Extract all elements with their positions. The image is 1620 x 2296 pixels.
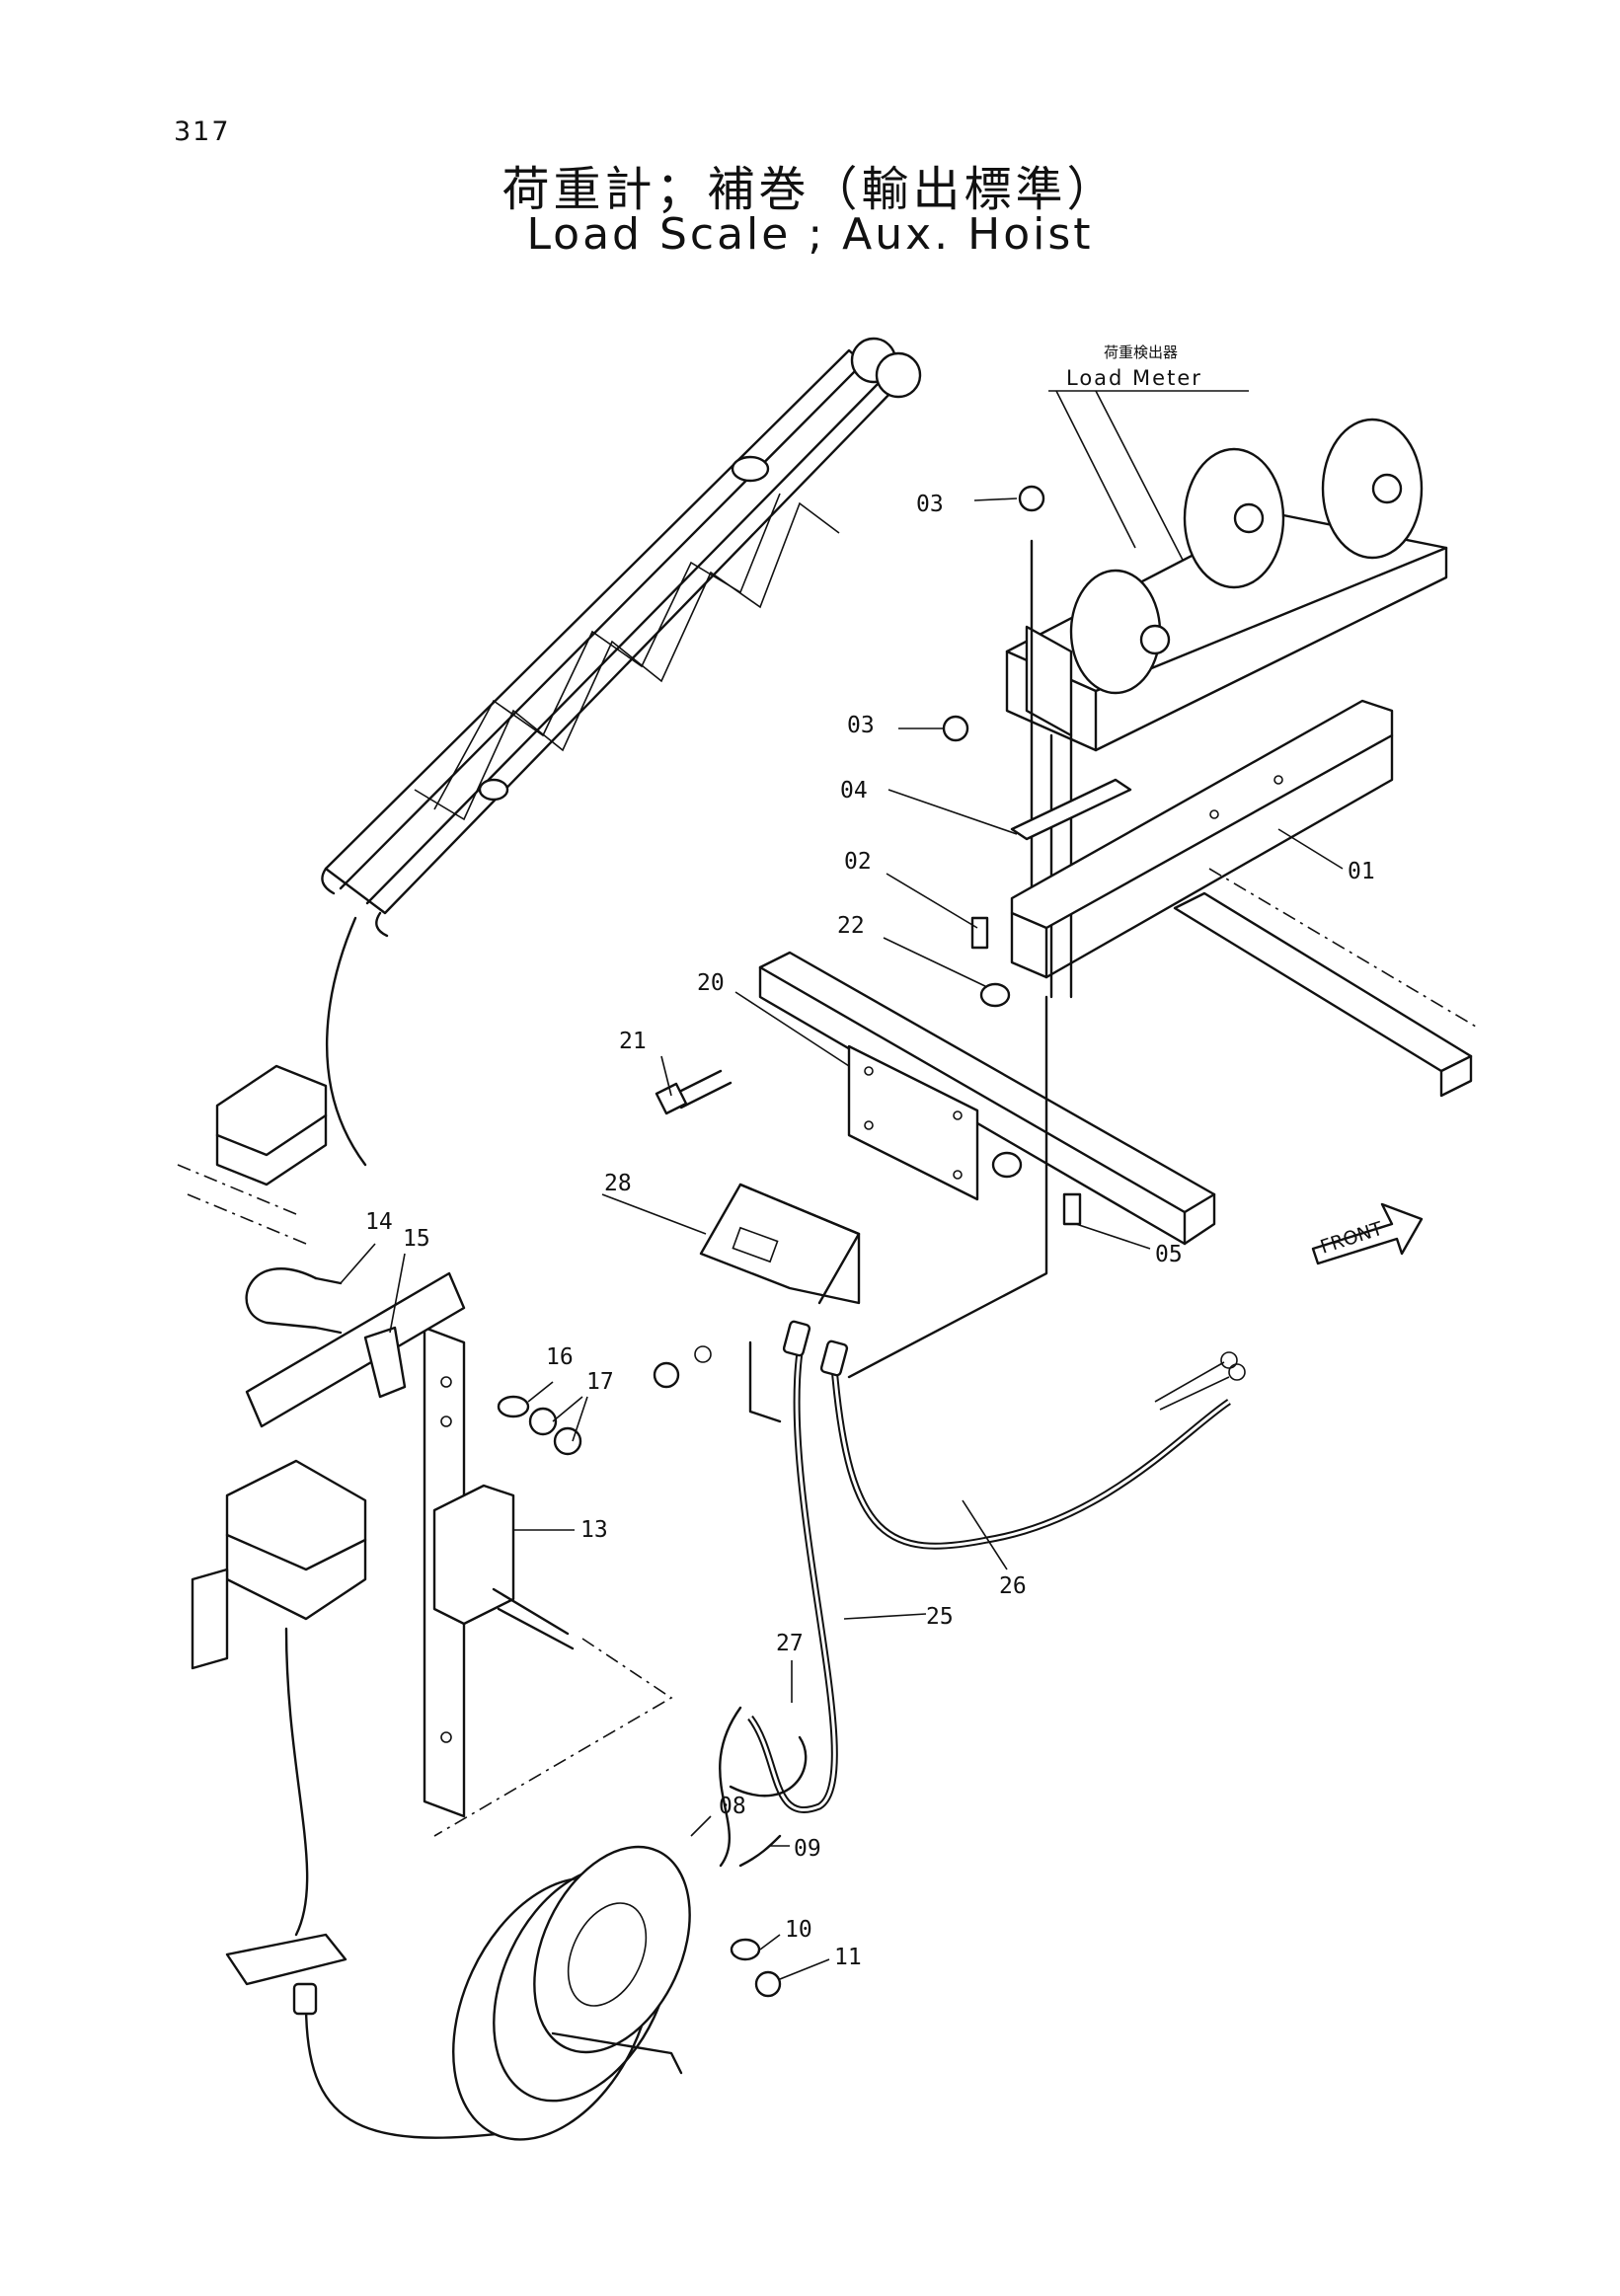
plate-part-04 xyxy=(1010,778,1132,841)
callout-09: 09 xyxy=(794,1836,821,1862)
nut-part-22 xyxy=(979,982,1011,1008)
callout-27: 27 xyxy=(776,1631,804,1656)
callout-08: 08 xyxy=(719,1794,746,1819)
nut-part-17a xyxy=(528,1407,558,1436)
callout-05: 05 xyxy=(1155,1242,1183,1267)
cable-part-25 xyxy=(747,1351,838,1813)
front-direction-arrow: FRONT xyxy=(1311,1202,1424,1265)
callout-25: 25 xyxy=(926,1604,954,1630)
indicator-unit-drawing xyxy=(191,1459,515,2139)
junction-box-part-28 xyxy=(699,1183,861,1305)
load-meter-label-en: Load Meter xyxy=(1066,366,1202,390)
callout-03-upper: 03 xyxy=(916,492,944,517)
cable-reel-part-08 xyxy=(452,1706,742,2141)
bracket-plate xyxy=(847,1044,979,1201)
leader-lines xyxy=(340,497,1344,1980)
callout-15: 15 xyxy=(403,1226,430,1252)
callout-20: 20 xyxy=(697,970,725,996)
callout-28: 28 xyxy=(604,1171,632,1196)
clamp-part-15 xyxy=(363,1326,407,1399)
washer-part-16 xyxy=(497,1395,530,1418)
nut-part-03-upper xyxy=(1018,485,1045,512)
bolt-part-21 xyxy=(655,1069,733,1115)
bolt-part-05 xyxy=(1062,1192,1082,1226)
callout-03-lower: 03 xyxy=(847,713,875,738)
channel-part-01 xyxy=(1010,699,1394,979)
boom-drawing xyxy=(321,337,922,938)
bracket-part-13 xyxy=(423,1326,575,1818)
title-japanese: 荷重計；補巻（輸出標準） xyxy=(501,162,1119,217)
callout-16: 16 xyxy=(546,1344,574,1370)
callout-04: 04 xyxy=(840,778,868,804)
pipe-drawing xyxy=(245,1271,466,1428)
boom-cable xyxy=(325,916,367,1167)
clamp-part-27 xyxy=(729,1735,808,1798)
callout-02: 02 xyxy=(844,849,872,875)
bolt-part-02 xyxy=(970,916,989,950)
nut-part-03-lower xyxy=(942,715,969,742)
callout-01: 01 xyxy=(1348,859,1375,884)
callout-17: 17 xyxy=(586,1369,614,1395)
nut-part-11 xyxy=(754,1970,782,1998)
load-meter-label-jp: 荷重検出器 xyxy=(1104,344,1178,361)
washer-part-10 xyxy=(730,1938,761,1961)
callout-13: 13 xyxy=(580,1517,608,1543)
callout-10: 10 xyxy=(785,1917,812,1943)
title-english: Load Scale ; Aux. Hoist xyxy=(526,209,1094,260)
cable-part-26 xyxy=(830,1351,1246,1550)
load-meter-drawing: 荷重検出器 Load Meter xyxy=(1005,344,1448,752)
callout-26: 26 xyxy=(999,1573,1027,1599)
rail-drawing xyxy=(1173,868,1477,1098)
u-bolt-part-14 xyxy=(245,1267,343,1335)
nut-part-17b xyxy=(553,1426,582,1456)
callout-21: 21 xyxy=(619,1029,647,1054)
boom-sensor-drawing xyxy=(177,1064,328,1245)
callout-14: 14 xyxy=(365,1209,393,1235)
page-number: 317 xyxy=(174,116,231,147)
callout-11: 11 xyxy=(834,1945,862,1970)
pin-part-09 xyxy=(738,1834,782,1868)
callout-22: 22 xyxy=(837,913,865,939)
